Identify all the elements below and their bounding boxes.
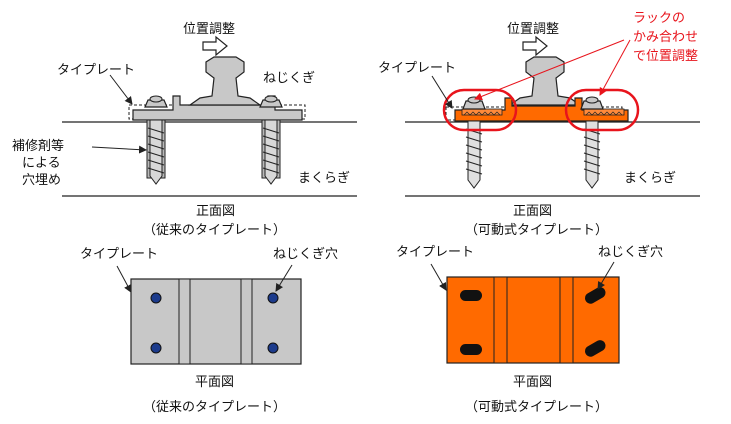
right-rack-label-line-2: かみ合わせ [633,30,698,45]
left-screw-shaft-2 [261,119,281,185]
left-plan-tie-plate-leader [116,265,132,293]
right-plan-slot-3 [584,287,606,304]
left-repair-label-line-1: 補修剤等 [12,138,64,154]
left-repair-label-line-2: による [22,156,61,171]
right-front-view: 位置調整 ラックの かみ合わせ で位置調整 タイプレート まくらぎ 正面図 （可… [378,11,700,238]
right-screw-cap-2 [585,96,599,104]
right-plan-tie-plate-label: タイプレート [396,245,474,260]
right-plan-tie-plate-leader [430,263,447,291]
left-plan-view-title: 平面図 [195,375,234,390]
left-front-view-title: 正面図 [196,204,235,219]
right-plan-slot-2 [460,344,482,355]
left-tie-plate-label: タイプレート [57,63,135,78]
right-plan-slot-4 [584,340,606,357]
right-plan-rib-2 [559,276,574,364]
left-position-arrow-icon [202,35,228,57]
left-screw-cap-1 [149,95,163,103]
right-plan-rib-1 [493,276,508,364]
left-tie-plate-leader [109,74,133,105]
left-plan-view-caption: （従来のタイプレート） [143,400,286,415]
right-rack-label-line-3: で位置調整 [633,49,698,64]
left-plan-hole-4 [267,342,279,354]
right-position-arrow-icon [522,35,548,57]
right-rack-label-line-1: ラックの [633,11,685,26]
left-plan-screw-hole-label: ねじくぎ穴 [273,247,338,262]
right-tie-plate-leader [431,75,453,109]
right-plan-slot-1 [460,290,482,301]
left-screw-shaft-1 [147,119,165,185]
left-plan-hole-1 [150,292,162,304]
right-plan-view-caption: （可動式タイプレート） [465,400,608,415]
left-position-adjust-label: 位置調整 [183,22,235,37]
right-plan-view: タイプレート ねじくぎ穴 平面図 （可動式タイプレート） [396,245,663,415]
left-plan-hole-leader [275,264,293,292]
right-rack-left [461,108,503,116]
left-sleeper-label: まくらぎ [298,171,350,186]
left-screw-spike-label: ねじくぎ [263,71,315,86]
right-rack-teeth-right [585,111,623,116]
right-plan-screw-hole-label: ねじくぎ穴 [598,245,663,260]
left-plan-rib-2 [240,278,253,365]
right-rail [508,56,582,106]
left-repair-label-line-3: 穴埋め [22,173,61,188]
right-rack-teeth-left [463,111,501,116]
right-front-view-caption: （可動式タイプレート） [465,223,608,238]
right-position-adjust-label: 位置調整 [507,22,559,37]
right-screw-shaft-2 [583,120,601,189]
left-plan-tie-plate-label: タイプレート [80,247,158,262]
left-repair-leader [91,145,147,154]
right-rack-leader-right [599,39,631,96]
right-highlight-left [442,88,518,132]
left-front-view-caption: （従来のタイプレート） [143,223,286,238]
left-plan-view: タイプレート ねじくぎ穴 平面図 （従来のタイプレート） [80,247,338,415]
right-plan-view-title: 平面図 [513,375,552,390]
right-rack-leader-left [474,39,625,101]
left-plan-hole-2 [150,342,162,354]
right-plan-hole-leader [597,261,615,290]
right-rack-right [583,108,625,116]
left-plan-rib-1 [178,278,191,365]
right-tie-plate-label: タイプレート [378,61,456,76]
right-screw-shaft-1 [465,120,483,189]
left-front-view: 位置調整 タイプレート ねじくぎ 補修剤等 による 穴埋め まくらぎ 正面図 （… [12,22,357,238]
left-rail [188,56,262,106]
right-front-view-title: 正面図 [513,204,552,219]
left-plan-hole-3 [267,292,279,304]
left-screw-cap-2 [264,95,278,103]
right-sleeper-label: まくらぎ [624,171,676,186]
